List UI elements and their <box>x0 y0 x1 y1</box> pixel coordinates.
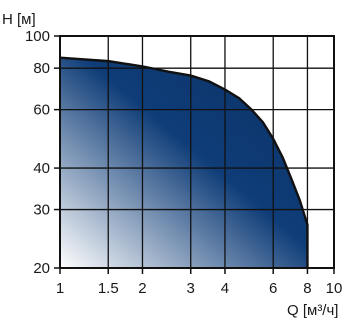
y-tick-label: 30 <box>33 202 50 219</box>
x-tick-label: 1 <box>56 280 64 297</box>
performance-area <box>60 57 308 268</box>
performance-curve <box>59 56 309 268</box>
x-axis-title: Q [м³/ч] <box>287 302 338 319</box>
y-axis-title: H [м] <box>2 11 36 28</box>
y-tick-label: 80 <box>33 60 50 77</box>
y-tick-label: 20 <box>33 260 50 277</box>
plot-frame <box>59 35 335 269</box>
x-tick-label: 2 <box>138 280 146 297</box>
plot-area <box>59 35 335 269</box>
x-tick-label: 4 <box>221 280 229 297</box>
x-tick-label: 8 <box>303 280 311 297</box>
x-tick-label: 3 <box>187 280 195 297</box>
x-tick-label: 10 <box>326 280 343 297</box>
y-tick-label: 40 <box>33 160 50 177</box>
x-axis-ticks: 1 1.5 2 3 4 6 8 10 <box>56 268 343 297</box>
y-axis-ticks: 20 30 40 60 80 100 <box>25 28 60 277</box>
x-tick-label: 6 <box>269 280 277 297</box>
x-tick-label: 1.5 <box>98 280 119 297</box>
y-tick-label: 60 <box>33 102 50 119</box>
y-tick-label: 100 <box>25 28 50 45</box>
